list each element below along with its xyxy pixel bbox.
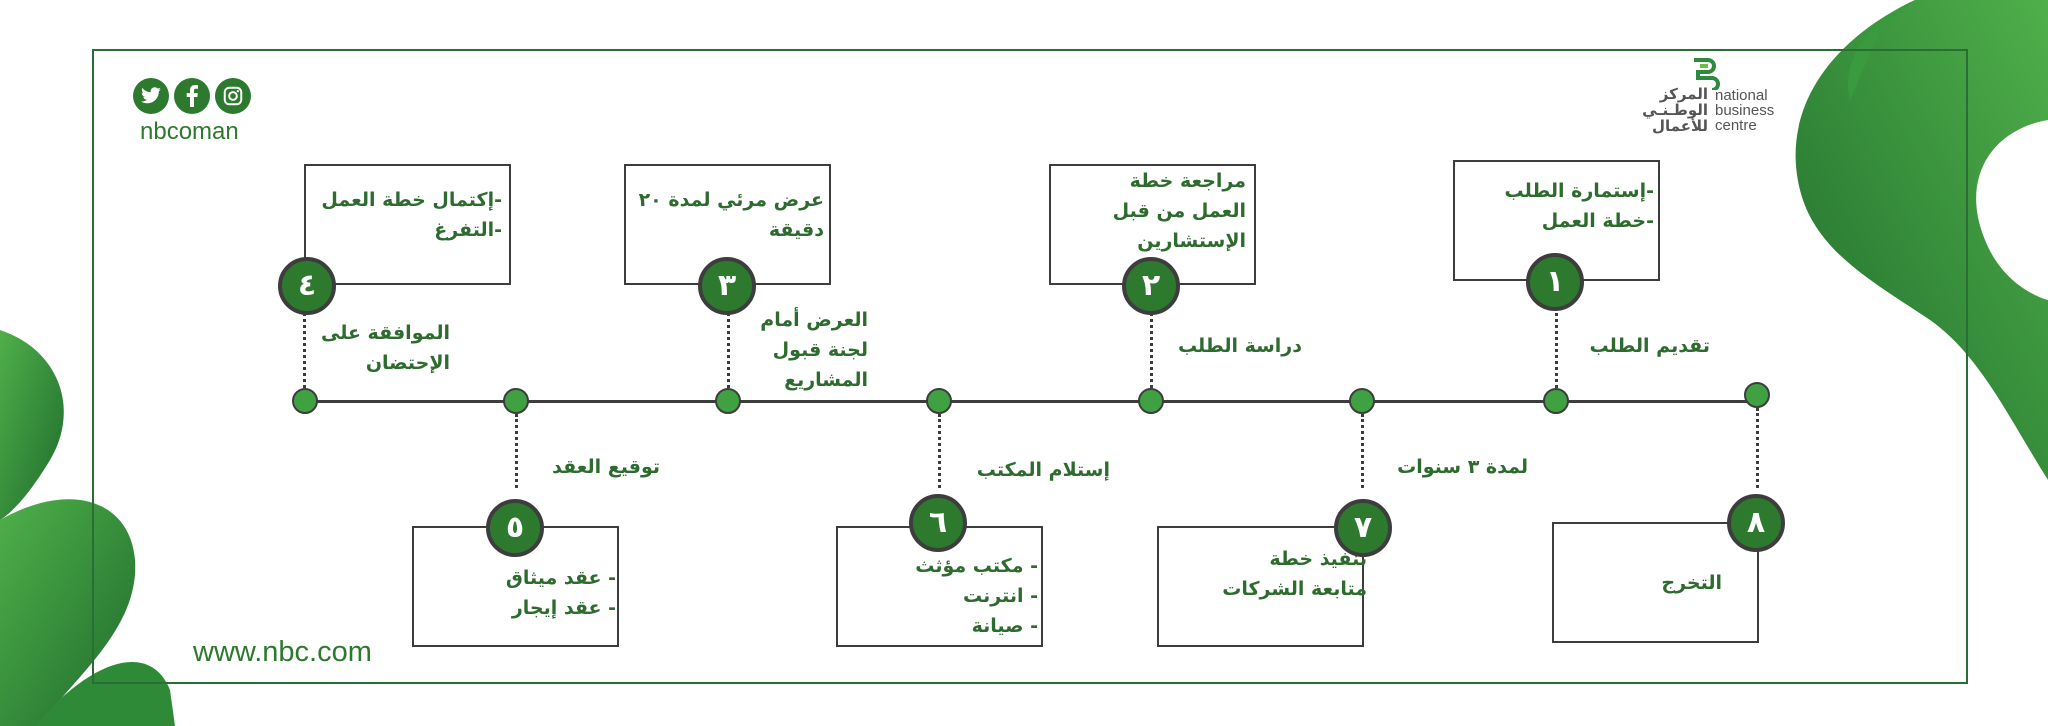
step-8-box-text: التخرج (1661, 572, 1722, 594)
left-ribbon-shape-2 (0, 499, 136, 726)
step-7-box (1157, 526, 1364, 647)
social-handle: nbcoman (140, 118, 239, 145)
timeline-axis (305, 400, 1757, 403)
timeline-node-4 (292, 388, 318, 414)
step-4-box (304, 164, 511, 285)
twitter-icon[interactable] (133, 78, 169, 114)
timeline-node-2 (1138, 388, 1164, 414)
step-6-box-text: - مكتب مؤثث- انترنت- صيانة (915, 555, 1038, 637)
step-6-label: إستلام المكتب (976, 459, 1110, 481)
step-4-number: ٤ (278, 257, 336, 315)
nbc-logo-mark (1690, 56, 1720, 92)
right-ribbon-shape (1795, 0, 2048, 480)
step-3-number: ٣ (698, 257, 756, 315)
left-ribbon-shape (0, 330, 64, 520)
timeline-node-5 (503, 388, 529, 414)
step-5-number: ٥ (486, 499, 544, 557)
step-5-box-text: - عقد ميثاق- عقد إيجار (505, 567, 616, 619)
step-4-box-text: -إكتمال خطة العمل-التفرغ (321, 189, 502, 241)
connector-3 (727, 313, 730, 388)
timeline-node-7 (1349, 388, 1375, 414)
connector-1 (1555, 313, 1558, 388)
step-1-box-text: -إستمارة الطلب-خطة العمل (1504, 180, 1654, 232)
step-8-number: ٨ (1727, 494, 1785, 552)
connector-4 (303, 313, 306, 388)
timeline-node-8 (1744, 382, 1770, 408)
connector-6 (938, 414, 941, 488)
step-5-label: توقيع العقد (552, 456, 660, 478)
step-2-number: ٢ (1122, 257, 1180, 315)
step-7-number: ٧ (1334, 499, 1392, 557)
step-8-box (1552, 522, 1759, 643)
step-1-number: ١ (1526, 253, 1584, 311)
facebook-icon[interactable] (174, 78, 210, 114)
connector-7 (1361, 414, 1364, 488)
content-frame (92, 49, 1968, 684)
step-5-box (412, 526, 619, 647)
timeline-node-6 (926, 388, 952, 414)
connector-2 (1150, 313, 1153, 388)
website-url[interactable]: www.nbc.com (193, 636, 372, 668)
timeline-node-3 (715, 388, 741, 414)
connector-5 (515, 414, 518, 488)
step-1-label: تقديم الطلب (1589, 335, 1710, 357)
timeline-node-1 (1543, 388, 1569, 414)
step-6-number: ٦ (909, 494, 967, 552)
step-2-label: دراسة الطلب (1177, 335, 1302, 357)
connector-8 (1756, 408, 1759, 488)
step-7-label: لمدة ٣ سنوات (1397, 456, 1528, 478)
instagram-icon[interactable] (215, 78, 251, 114)
